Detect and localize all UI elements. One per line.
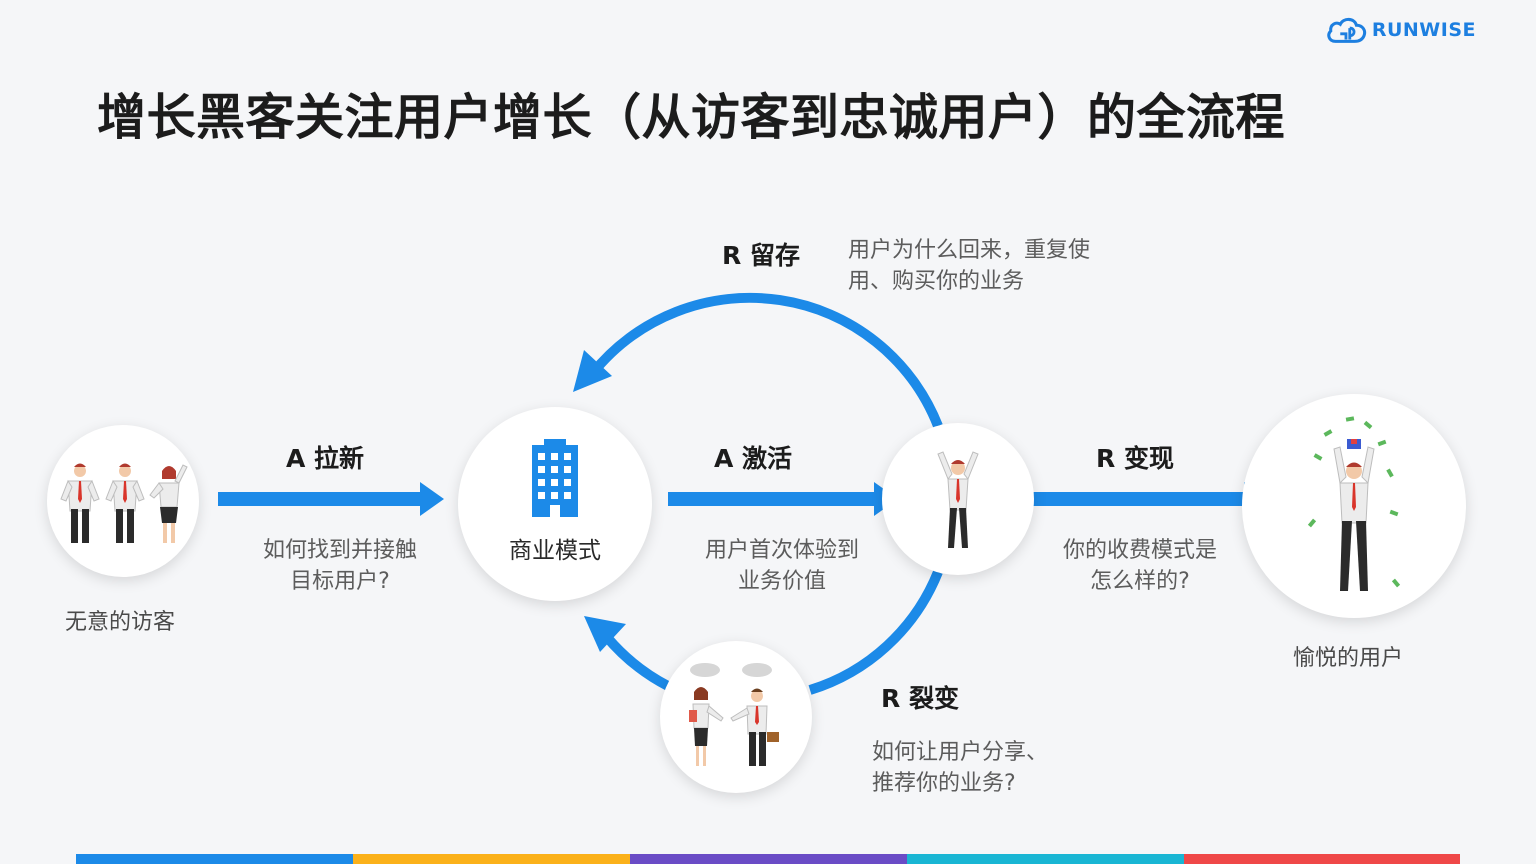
stage-activation-name: A 激活 [714, 444, 793, 473]
arrow-retention-arc [573, 292, 943, 428]
arrow-acquisition [218, 482, 444, 516]
bottom-bar-segment-3 [630, 854, 907, 864]
stage-referral-desc-line1: 如何让用户分享、 [872, 740, 1049, 765]
person-money-shower-icon [1307, 416, 1401, 591]
node-referral-people [660, 641, 812, 793]
bottom-bar-segment-2 [353, 854, 630, 864]
stage-revenue-desc-line2: 怎么样的? [1090, 569, 1190, 594]
stage-acquisition-desc-line2: 目标用户? [290, 569, 390, 594]
node-happy-user-caption: 愉悦的用户 [1292, 646, 1403, 671]
arrow-activation [668, 482, 898, 516]
stage-revenue-desc-line1: 你的收费模式是 [1062, 538, 1217, 563]
stage-retention-desc-line2: 用、购买你的业务 [848, 269, 1025, 294]
bottom-bar-segment-1 [76, 854, 353, 864]
node-happy-user [1242, 394, 1466, 618]
bottom-bar-segment-4 [907, 854, 1184, 864]
stage-acquisition-name: A 拉新 [286, 444, 365, 473]
stage-retention-desc: 用户为什么回来，重复使 用、购买你的业务 [848, 235, 1148, 297]
arrow-referral-arc [584, 570, 943, 695]
stage-activation-desc: 用户首次体验到 业务价值 [682, 535, 882, 597]
bottom-bar-segment-5 [1184, 854, 1460, 864]
page-title: 增长黑客关注用户增长（从访客到忠诚用户）的全流程 [97, 89, 1286, 146]
cloud-logo-icon [1327, 17, 1367, 43]
stage-referral-name: R 裂变 [881, 684, 959, 713]
brand-name: RUNWISE [1371, 19, 1476, 41]
building-icon [532, 439, 578, 517]
node-business-model: 商业模式 [458, 407, 652, 601]
stage-revenue-desc: 你的收费模式是 怎么样的? [1040, 535, 1240, 597]
stage-retention-name: R 留存 [722, 241, 800, 270]
stage-referral-desc: 如何让用户分享、 推荐你的业务? [872, 737, 1092, 799]
people-group-icon [60, 463, 188, 543]
stage-activation-desc-line1: 用户首次体验到 [704, 538, 859, 563]
people-handshake-icon [689, 663, 779, 766]
stage-acquisition-desc-line1: 如何找到并接触 [262, 538, 417, 563]
node-visitors-caption: 无意的访客 [64, 610, 175, 635]
person-arms-raised-icon [937, 451, 979, 548]
stage-activation-desc-line2: 业务价值 [737, 569, 826, 594]
stage-referral-desc-line2: 推荐你的业务? [872, 771, 1016, 796]
stage-retention-desc-line1: 用户为什么回来，重复使 [848, 238, 1091, 263]
stage-revenue-name: R 变现 [1096, 444, 1174, 473]
node-business-model-label: 商业模式 [509, 538, 601, 564]
stage-acquisition-desc: 如何找到并接触 目标用户? [240, 535, 440, 597]
arrow-revenue [1020, 482, 1268, 516]
node-activated-user [882, 423, 1034, 575]
node-visitors [47, 425, 199, 577]
brand-logo: RUNWISE [1326, 12, 1476, 48]
